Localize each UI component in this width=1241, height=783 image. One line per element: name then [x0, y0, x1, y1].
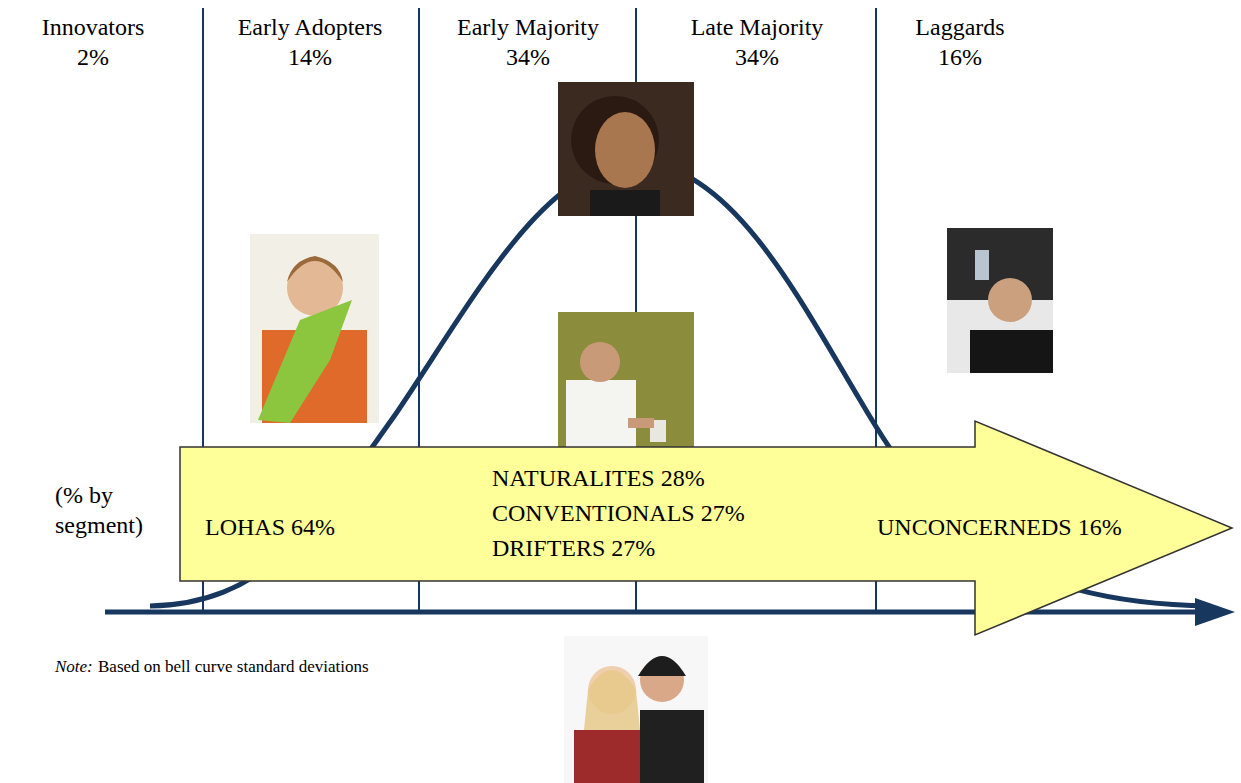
photo-ground: [564, 636, 708, 783]
note-text: Note:: [55, 656, 93, 678]
photo-hat: [638, 656, 686, 676]
photo-couple: [564, 636, 708, 783]
axis-arrowhead: [1195, 598, 1235, 626]
photo-phone: [975, 250, 989, 280]
photo-hair: [287, 256, 343, 282]
segment-share: DRIFTERS 27%: [492, 534, 655, 562]
photo-hand: [628, 418, 654, 428]
segment-header: 34%: [672, 42, 842, 72]
photo-fern-woman: [250, 234, 379, 423]
photo-ground: [558, 312, 694, 462]
photo-face: [595, 112, 655, 188]
segment-header: 14%: [225, 42, 395, 72]
segment-header: Late Majority: [672, 12, 842, 42]
segment-header: Early Majority: [443, 12, 613, 42]
segment-header: Innovators: [8, 12, 178, 42]
segment-share: UNCONCERNEDS 16%: [877, 513, 1122, 541]
photo-smiling-woman: [558, 82, 694, 216]
photo-fern: [258, 300, 352, 423]
photo-sweater: [640, 710, 704, 783]
segment-header: 2%: [8, 42, 178, 72]
segment-share: CONVENTIONALS 27%: [492, 499, 745, 527]
photo-ground: [250, 234, 379, 423]
arrow-outline: [180, 421, 1232, 635]
photo-phone-man: [947, 228, 1053, 373]
segment-share: LOHAS 64%: [205, 513, 335, 541]
segment-arrow: LOHAS 64% NATURALITES 28% CONVENTIONALS 27…: [180, 420, 1235, 636]
photo-face: [580, 342, 620, 382]
photo-wall-man: [558, 312, 694, 462]
photo-face: [988, 278, 1032, 322]
note-text: Based on bell curve standard deviations: [98, 656, 369, 678]
photo-ground: [947, 228, 1053, 373]
segment-header: Early Adopters: [225, 12, 395, 42]
photo-hair: [584, 670, 640, 730]
segment-header: 34%: [443, 42, 613, 72]
photo-ground: [558, 82, 694, 216]
photo-shirt: [590, 190, 660, 216]
segment-header: Laggards: [875, 12, 1045, 42]
segment-share: NATURALITES 28%: [492, 464, 705, 492]
segment-header: 16%: [875, 42, 1045, 72]
axis-label: (% by segment): [55, 480, 167, 540]
photo-shirt: [970, 330, 1053, 373]
